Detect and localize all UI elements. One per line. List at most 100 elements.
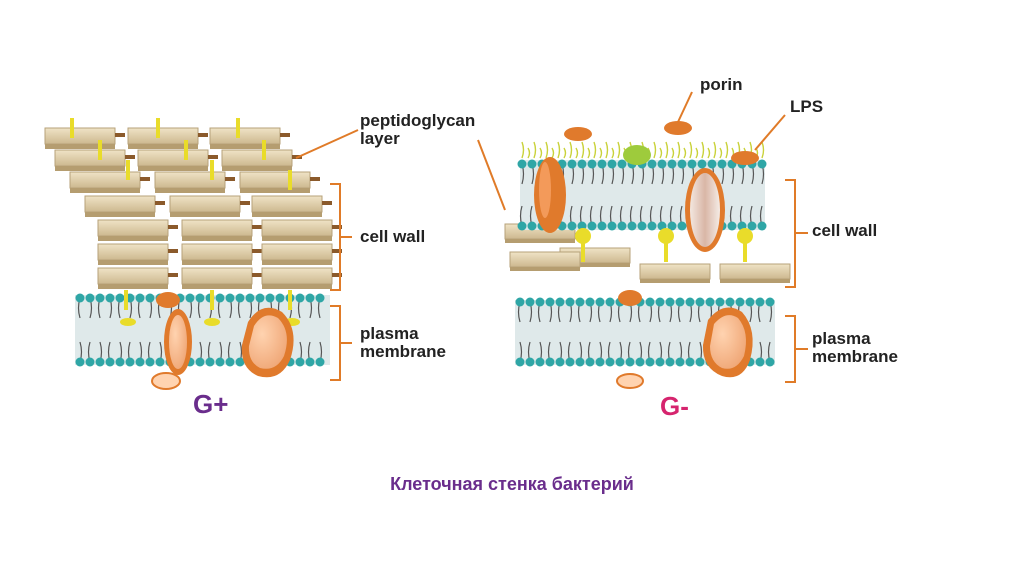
- lipid-head: [545, 357, 555, 367]
- lps-chain: [683, 147, 687, 159]
- peptidoglycan-leader-line-gn: [477, 139, 506, 211]
- lps-chain: [761, 141, 765, 159]
- lps-chain: [563, 147, 567, 159]
- cell-wall-bracket-right: [785, 179, 808, 288]
- teichoic-acid: [210, 160, 214, 180]
- lipid-head: [515, 297, 525, 307]
- peptidoglycan-sheet-edge: [182, 284, 252, 289]
- lipid-head: [517, 159, 527, 169]
- lps-chain: [533, 141, 537, 159]
- plasma-label-right-line1: plasma: [812, 329, 871, 348]
- lipid-head: [575, 297, 585, 307]
- lipid-head: [757, 221, 767, 231]
- teichoic-acid: [288, 290, 292, 310]
- lipid-head: [115, 357, 125, 367]
- peptidoglycan-sheet-edge: [252, 212, 322, 217]
- annotation-lines: [295, 91, 808, 383]
- lipid-head: [667, 221, 677, 231]
- peptidoglycan-sheet: [44, 127, 116, 145]
- lipid-head: [685, 357, 695, 367]
- lipid-head: [225, 293, 235, 303]
- lps-chain: [713, 141, 717, 159]
- lipid-head: [745, 297, 755, 307]
- lipid-head: [685, 297, 695, 307]
- peripheral-protein: [616, 373, 644, 389]
- peptidoglycan-sheet-edge: [262, 284, 332, 289]
- peptidoglycan-label-line1: peptidoglycan: [360, 111, 476, 130]
- peptide-bridge: [225, 177, 235, 181]
- peptidoglycan-sheet: [181, 243, 253, 261]
- lipid-head: [535, 357, 545, 367]
- peptide-bridge: [155, 201, 165, 205]
- lipid-head: [75, 293, 85, 303]
- lipid-head: [225, 357, 235, 367]
- lipoproteins: [575, 228, 753, 262]
- porin-highlight: [539, 162, 551, 218]
- peptidoglycan-sheet-edge: [45, 144, 115, 149]
- teichoic-acid: [288, 170, 292, 190]
- gram-negative-wall: [504, 121, 791, 389]
- peptidoglycan-sheet: [221, 149, 293, 167]
- lipid-head: [145, 293, 155, 303]
- lipid-head: [235, 357, 245, 367]
- lipid-head: [525, 297, 535, 307]
- lipid-head: [667, 159, 677, 169]
- peptidoglycan-sheet-edge: [170, 212, 240, 217]
- lps-chain: [545, 141, 549, 159]
- lipid-head: [617, 159, 627, 169]
- lipid-head: [747, 221, 757, 231]
- lps-chain: [605, 141, 609, 159]
- lipid-head: [597, 159, 607, 169]
- peptide-bridge: [332, 249, 342, 253]
- lipid-head: [675, 357, 685, 367]
- peptide-bridge: [252, 225, 262, 229]
- lps-chain: [539, 147, 543, 159]
- peptide-bridge: [252, 273, 262, 277]
- peptidoglycan-sheet: [154, 171, 226, 189]
- lps-chain: [581, 141, 585, 159]
- peptidoglycan-sheet: [137, 149, 209, 167]
- lps-chain: [527, 147, 531, 159]
- peripheral-protein: [151, 372, 181, 390]
- peptidoglycan-sheet: [261, 243, 333, 261]
- lipid-head: [235, 293, 245, 303]
- peptidoglycan-sheet-edge: [70, 188, 140, 193]
- lipid-head: [135, 293, 145, 303]
- lipid-head: [677, 159, 687, 169]
- lipid-head: [665, 357, 675, 367]
- peptidoglycan-sheet: [169, 195, 241, 213]
- lipid-head: [675, 297, 685, 307]
- porin-channel: [690, 173, 720, 247]
- lps-chain: [725, 141, 729, 159]
- peptidoglycan-sheet: [209, 127, 281, 145]
- peptide-bridge: [332, 273, 342, 277]
- porin-label: porin: [700, 75, 743, 94]
- lipid-head: [595, 297, 605, 307]
- lipid-head: [125, 357, 135, 367]
- teichoic-acid: [124, 290, 128, 310]
- lps-chain: [701, 141, 705, 159]
- peptidoglycan-label-line2: layer: [360, 129, 400, 148]
- peptidoglycan-sheet: [261, 219, 333, 237]
- lipid-head: [607, 159, 617, 169]
- lipid-head: [755, 357, 765, 367]
- plasma-membrane-bracket-right: [785, 315, 808, 383]
- lipid-head: [535, 297, 545, 307]
- lipid-head: [565, 297, 575, 307]
- lipid-head: [275, 293, 285, 303]
- lps-label: LPS: [790, 97, 824, 116]
- lps-chain: [707, 147, 711, 159]
- lipid-head: [255, 293, 265, 303]
- lipid-head: [555, 297, 565, 307]
- peptidoglycan-sheet-edge: [210, 144, 280, 149]
- lipid-head: [695, 357, 705, 367]
- teichoic-acid: [70, 118, 74, 138]
- lipid-head: [527, 221, 537, 231]
- lipid-head: [185, 293, 195, 303]
- peptide-bridge: [332, 225, 342, 229]
- lps-chain: [521, 141, 525, 159]
- peptidoglycan-sheet: [639, 263, 711, 280]
- lipid-head: [567, 159, 577, 169]
- peptidoglycan-sheet-edge: [55, 166, 125, 171]
